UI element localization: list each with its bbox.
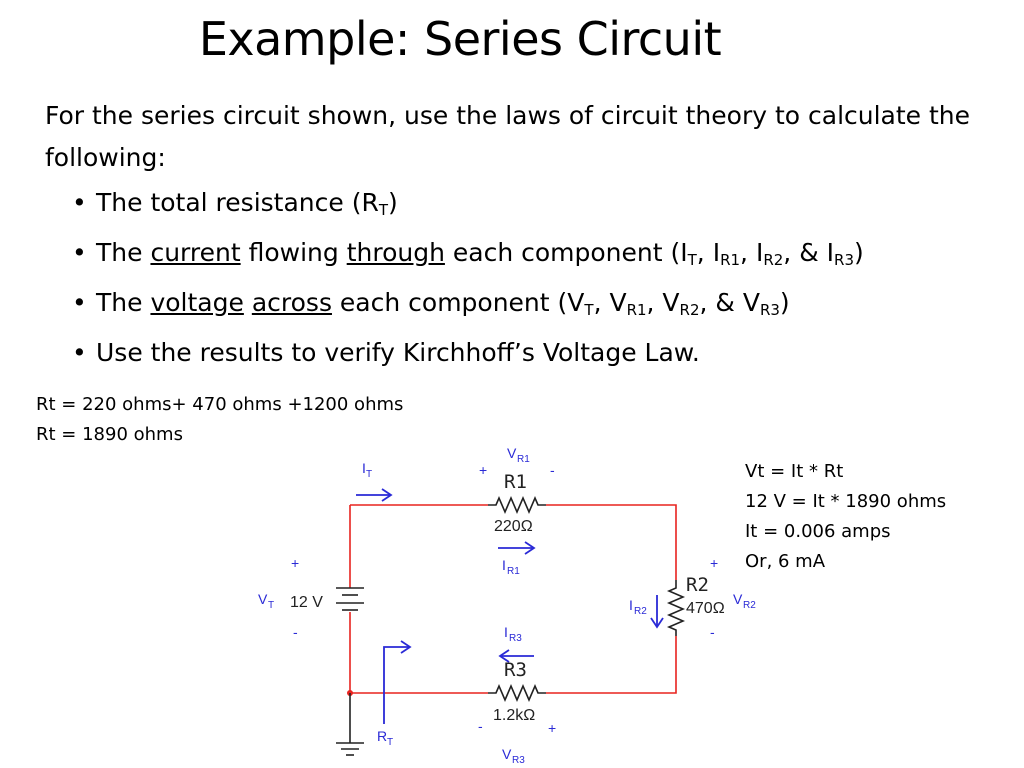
b2-mid2: each component (I bbox=[444, 238, 688, 267]
arrow-right-icon bbox=[356, 488, 393, 502]
intro-text: For the series circuit shown, use the la… bbox=[45, 95, 1020, 179]
b3-t1: , V bbox=[593, 288, 627, 317]
ir3-label: I bbox=[504, 624, 508, 640]
r2-plus: + bbox=[710, 555, 718, 571]
b2-through: through bbox=[346, 238, 445, 267]
wire-top-right bbox=[546, 504, 677, 580]
bullet-voltage: The voltage across each component (VT, V… bbox=[72, 282, 864, 332]
slide-title: Example: Series Circuit bbox=[198, 12, 722, 66]
b3-mid2: each component (V bbox=[331, 288, 585, 317]
source-value: 12 V bbox=[290, 594, 323, 611]
b1-sub: T bbox=[378, 201, 388, 219]
r3-value: 1.2kΩ bbox=[493, 707, 535, 724]
current-calculation: Vt = It * Rt 12 V = It * 1890 ohms It = … bbox=[745, 457, 946, 577]
task-list: The total resistance (RT) The current fl… bbox=[72, 182, 864, 382]
ir2-sub: R2 bbox=[634, 606, 647, 617]
calc-line: Rt = 1890 ohms bbox=[36, 424, 183, 445]
b2-mid1: flowing bbox=[240, 238, 347, 267]
b2-s3: R2 bbox=[763, 251, 784, 269]
r3-plus: + bbox=[548, 720, 556, 736]
ir1-sub: R1 bbox=[507, 566, 520, 577]
r1-plus: + bbox=[479, 462, 487, 478]
b2-current: current bbox=[150, 238, 241, 267]
bullet-kvl: Use the results to verify Kirchhoff’s Vo… bbox=[72, 332, 864, 382]
rt-label: R bbox=[377, 728, 387, 744]
ir1-label: I bbox=[502, 557, 506, 573]
r3-name: R3 bbox=[504, 659, 527, 681]
vr1-label: V bbox=[507, 445, 517, 461]
b3-pre: The bbox=[96, 288, 151, 317]
resistance-calculation: Rt = 220 ohms+ 470 ohms +1200 ohms Rt = … bbox=[36, 390, 403, 450]
b3-t2: , V bbox=[646, 288, 680, 317]
b3-voltage: voltage bbox=[150, 288, 244, 317]
b1-pre: The total resistance (R bbox=[96, 188, 379, 217]
ir3-sub: R3 bbox=[509, 633, 522, 644]
b3-s4: R3 bbox=[759, 301, 780, 319]
b2-t2: , I bbox=[740, 238, 764, 267]
it-sub: T bbox=[366, 469, 372, 480]
source-minus: - bbox=[293, 624, 298, 640]
r2-minus: - bbox=[710, 624, 715, 640]
b2-post: ) bbox=[853, 238, 864, 267]
b2-s4: R3 bbox=[834, 251, 854, 269]
it-label: I bbox=[362, 460, 366, 476]
b3-across: across bbox=[251, 288, 332, 317]
ground-symbol bbox=[336, 693, 364, 756]
vt-label: V bbox=[258, 591, 268, 607]
arrow-bent-icon bbox=[383, 640, 412, 724]
rt-sub: T bbox=[387, 737, 393, 748]
arrow-right-icon bbox=[498, 541, 536, 555]
vt-sub: T bbox=[268, 600, 274, 611]
calc-line: Vt = It * Rt bbox=[745, 461, 844, 482]
vr1-sub: R1 bbox=[517, 454, 530, 465]
b3-s2: R1 bbox=[626, 301, 647, 319]
b3-t3: , & V bbox=[699, 288, 760, 317]
r2-name: R2 bbox=[686, 574, 709, 596]
b3-s1: T bbox=[584, 301, 594, 319]
vr2-label: V bbox=[733, 591, 743, 607]
b4-text: Use the results to verify Kirchhoff’s Vo… bbox=[96, 338, 700, 367]
wire-bottom-right bbox=[546, 636, 677, 694]
arrow-left-icon bbox=[498, 649, 534, 663]
r1-minus: - bbox=[550, 462, 555, 478]
calc-line: Or, 6 mA bbox=[745, 551, 826, 572]
b2-pre: The bbox=[96, 238, 151, 267]
battery-symbol bbox=[336, 587, 364, 611]
b3-post: ) bbox=[779, 288, 790, 317]
resistor-r3 bbox=[488, 683, 546, 703]
b2-t3: , & I bbox=[783, 238, 835, 267]
resistor-r2 bbox=[666, 580, 686, 636]
b2-s1: T bbox=[687, 251, 697, 269]
b1-post: ) bbox=[388, 188, 398, 217]
vr3-sub: R3 bbox=[512, 755, 525, 766]
source-plus: + bbox=[291, 555, 299, 571]
calc-line: It = 0.006 amps bbox=[745, 521, 891, 542]
r3-minus: - bbox=[478, 718, 483, 734]
vr3-label: V bbox=[502, 746, 512, 762]
calc-line: Rt = 220 ohms+ 470 ohms +1200 ohms bbox=[36, 394, 404, 415]
vr2-sub: R2 bbox=[743, 600, 756, 611]
intro-paragraph: For the series circuit shown, use the la… bbox=[45, 101, 971, 172]
bullet-current: The current flowing through each compone… bbox=[72, 232, 864, 282]
arrow-down-icon bbox=[650, 595, 664, 629]
r1-value: 220Ω bbox=[494, 518, 533, 535]
b2-t1: , I bbox=[696, 238, 721, 267]
calc-line: 12 V = It * 1890 ohms bbox=[745, 491, 947, 512]
r2-value: 470Ω bbox=[686, 600, 725, 617]
b3-s3: R2 bbox=[679, 301, 700, 319]
b2-s2: R1 bbox=[720, 251, 741, 269]
bullet-total-resistance: The total resistance (RT) bbox=[72, 182, 864, 232]
ir2-label: I bbox=[629, 597, 633, 613]
resistor-r1 bbox=[488, 495, 546, 515]
r1-name: R1 bbox=[504, 471, 527, 493]
